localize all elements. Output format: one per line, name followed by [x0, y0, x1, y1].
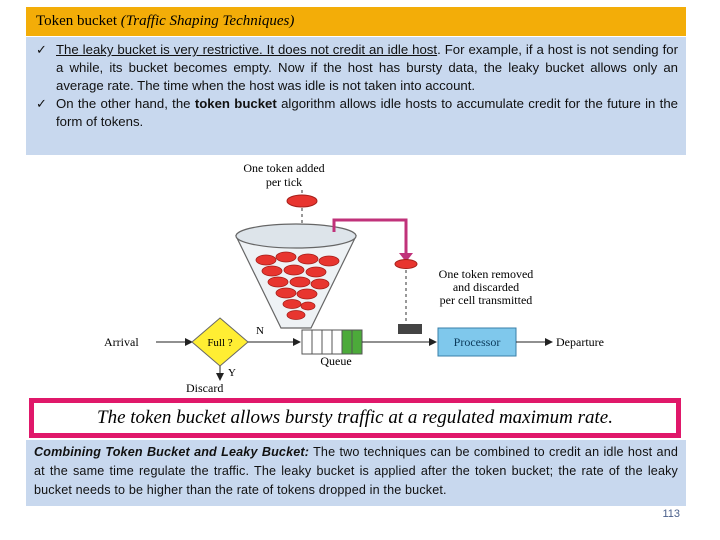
combining-panel: Combining Token Bucket and Leaky Bucket:… [26, 440, 686, 506]
no-label: N [256, 325, 264, 337]
token-removed-label-3: per cell transmitted [440, 293, 533, 307]
arrival-label: Arrival [104, 335, 139, 349]
slide-title: Token bucket (Traffic Shaping Techniques… [26, 7, 686, 36]
bullet-token-pre: On the other hand, the [56, 96, 195, 111]
departure-label: Departure [556, 335, 604, 349]
token-added-label-1: One token added [243, 161, 324, 175]
processor-box [437, 327, 517, 357]
yes-label: Y [228, 367, 236, 379]
bullet-token-bold: token bucket [194, 96, 277, 111]
bullet-token-text: algorithm allows idle hosts to accumulat… [56, 96, 679, 129]
bullet-leaky-text: . For example, if a host is not sending … [56, 42, 678, 93]
combining-lead: Combining Token Bucket and Leaky Bucket: [34, 445, 310, 459]
discard-label: Discard [186, 381, 223, 395]
token-pipe-arrow [399, 253, 413, 262]
bucket-tokens [255, 251, 340, 320]
token-icon [286, 194, 318, 208]
full-label: Full ? [207, 337, 232, 349]
bullet-panel: ✓ The leaky bucket is very restrictive. … [26, 37, 686, 155]
page-number: 113 [662, 508, 680, 520]
check-icon: ✓ [36, 42, 47, 57]
summary-banner: The token bucket allows bursty traffic a… [29, 398, 681, 438]
combining-text: The two techniques can be combined to cr… [34, 445, 679, 497]
queue-icon [301, 329, 363, 355]
title-main: Token bucket [36, 13, 118, 29]
token-removed-label-2: and discarded [453, 280, 519, 294]
queue-label: Queue [320, 354, 351, 368]
token-removed-label-1: One token removed [439, 267, 534, 281]
token-pipe [332, 218, 408, 253]
bullet-token: ✓ On the other hand, the token bucket al… [34, 95, 678, 131]
bucket-rim [235, 223, 357, 249]
check-icon: ✓ [36, 96, 47, 111]
processor-label: Processor [454, 335, 501, 349]
token-added-label-2: per tick [266, 175, 302, 189]
bullet-leaky: ✓ The leaky bucket is very restrictive. … [34, 41, 678, 95]
leaky-restrictive-link[interactable]: The leaky bucket is very restrictive. It… [56, 42, 438, 57]
title-sub: (Traffic Shaping Techniques) [120, 13, 295, 29]
removed-token-icon [394, 259, 418, 269]
token-bucket-diagram: One token added per tick One token remov… [104, 161, 604, 395]
token-cell-icon [398, 324, 422, 334]
